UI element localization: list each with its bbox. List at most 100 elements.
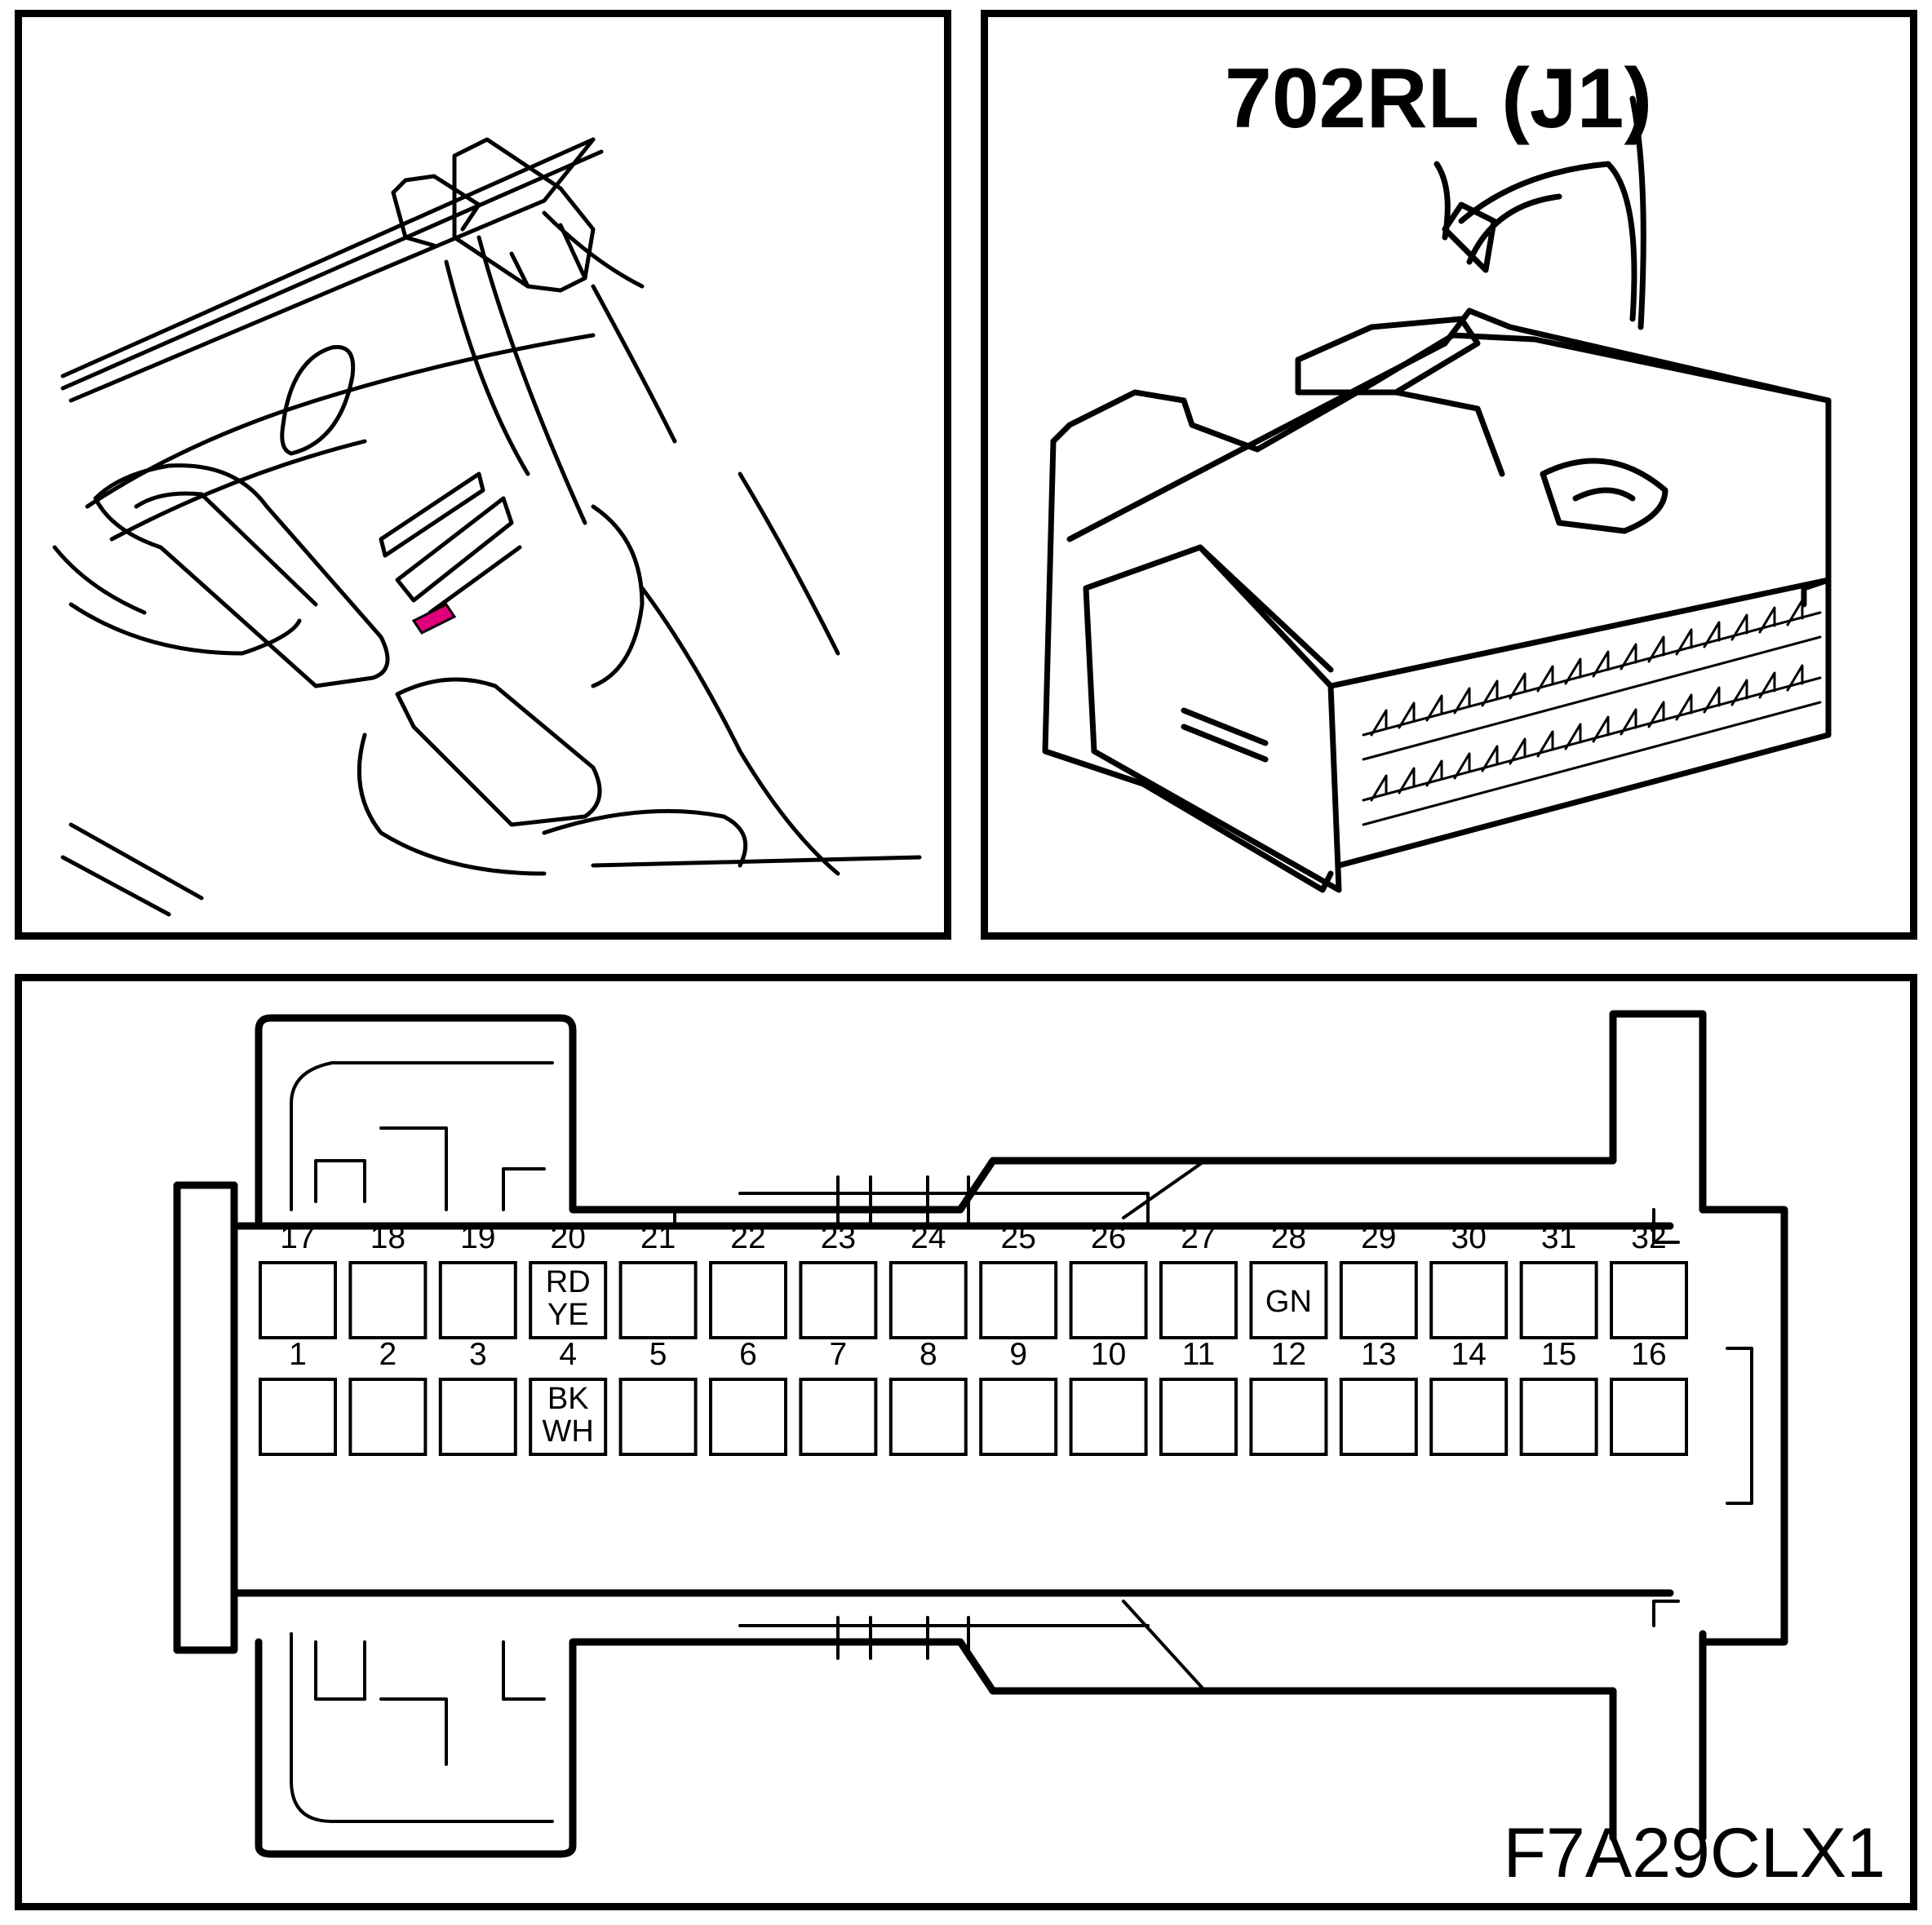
pin-number: 6: [739, 1337, 757, 1372]
pin-number: 20: [551, 1220, 586, 1255]
pin-cavity: [1429, 1378, 1509, 1456]
pin-cavity: [618, 1261, 698, 1339]
terminal-cavity-mark: [1509, 672, 1527, 700]
terminal-cavity-mark: [1592, 650, 1610, 678]
pin-number: 22: [730, 1220, 765, 1255]
terminal-cavity-mark: [1730, 613, 1748, 641]
wire-color-label: RD: [546, 1265, 591, 1299]
pin-cavity: [799, 1261, 878, 1339]
pin-cavity: [1069, 1378, 1148, 1456]
terminal-cavity-grid: [1362, 611, 1822, 826]
terminal-cavity-mark: [1786, 664, 1804, 692]
pin-cavity: [1249, 1378, 1328, 1456]
terminal-cavity-mark: [1647, 701, 1665, 728]
pin-cavity: [1610, 1261, 1688, 1339]
pin-cavity: [1069, 1261, 1148, 1339]
pin-number: 30: [1451, 1220, 1487, 1255]
terminal-cavity-mark: [1425, 694, 1443, 722]
pin-cavity: [618, 1378, 698, 1456]
terminal-cavity-mark: [1758, 671, 1776, 699]
pin-cavity: [1159, 1261, 1238, 1339]
pin-number: 17: [280, 1220, 315, 1255]
terminal-cavity-mark: [1481, 745, 1499, 772]
terminal-cavity-mark: [1675, 693, 1693, 721]
pin-number: 26: [1091, 1220, 1126, 1255]
pin-number: 24: [911, 1220, 946, 1255]
terminal-cavity-mark: [1398, 767, 1416, 794]
terminal-cavity-mark: [1509, 737, 1527, 765]
pin-cavity: [799, 1378, 878, 1456]
wire-color-label: GN: [1265, 1285, 1312, 1319]
terminal-cavity-mark: [1703, 621, 1721, 648]
terminal-cavity-mark: [1786, 599, 1804, 626]
pin-number: 10: [1091, 1337, 1126, 1372]
terminal-cavity-mark: [1536, 665, 1554, 693]
pin-number: 5: [649, 1337, 667, 1372]
terminal-cavity-mark: [1620, 643, 1637, 670]
pin-number: 3: [469, 1337, 487, 1372]
pin-number: 23: [821, 1220, 856, 1255]
wire-color-label: YE: [547, 1298, 589, 1332]
terminal-cavity-mark: [1453, 687, 1471, 715]
terminal-cavity-mark: [1453, 752, 1471, 780]
connector-housing-outline: [173, 1010, 1788, 1858]
terminal-cavity-mark: [1370, 774, 1388, 802]
pin-number: 15: [1541, 1337, 1576, 1372]
pin-cavity: [438, 1378, 517, 1456]
pin-number: 21: [640, 1220, 676, 1255]
pin-cavity: [348, 1378, 428, 1456]
terminal-cavity-mark: [1481, 679, 1499, 707]
pin-cavity: [1339, 1261, 1418, 1339]
connector-location-highlight: [411, 603, 457, 635]
wire-color-label: WH: [543, 1414, 594, 1449]
pin-cavity: [709, 1378, 787, 1456]
pin-cavity: [979, 1378, 1058, 1456]
connector-label: 702RL (J1): [1225, 51, 1653, 146]
pin-number: 14: [1451, 1337, 1487, 1372]
pin-cavity: [259, 1378, 337, 1456]
pin-cavity: [1429, 1261, 1509, 1339]
terminal-cavity-mark: [1425, 759, 1443, 787]
pin-cavity: [1159, 1378, 1238, 1456]
pin-number: 32: [1631, 1220, 1666, 1255]
pin-cavity: [438, 1261, 517, 1339]
wire-color-label: BK: [547, 1382, 589, 1416]
pin-number: 8: [919, 1337, 937, 1372]
pin-number: 29: [1361, 1220, 1396, 1255]
terminal-cavity-mark: [1398, 701, 1416, 729]
housing-detail-lines: [290, 1061, 1753, 1823]
pin-cavity: [979, 1261, 1058, 1339]
pin-cavity: [529, 1378, 608, 1456]
pin-cavity: [348, 1261, 428, 1339]
terminal-cavity-mark: [1592, 715, 1610, 743]
terminal-cavity-mark: [1564, 657, 1582, 685]
terminal-cavity-mark: [1564, 723, 1582, 750]
pin-cavity: [529, 1261, 608, 1339]
pin-number: 16: [1631, 1337, 1666, 1372]
pin-cavity: [888, 1378, 968, 1456]
connector-isometric-illustration: [1042, 95, 1832, 893]
location-view-panel: [15, 10, 951, 940]
pin-number: 18: [370, 1220, 405, 1255]
terminal-cavity-mark: [1758, 606, 1776, 634]
pin-cavity: [888, 1261, 968, 1339]
pin-number: 31: [1541, 1220, 1576, 1255]
pin-number: 9: [1009, 1337, 1027, 1372]
connector-3d-panel: 702RL (J1): [981, 10, 1917, 940]
pin-number: 13: [1361, 1337, 1396, 1372]
pin-cavity: [259, 1261, 337, 1339]
pin-cavity: [1610, 1378, 1688, 1456]
pin-cavity: [1339, 1378, 1418, 1456]
terminal-cavity-mark: [1370, 709, 1388, 737]
pin-number: 1: [289, 1337, 307, 1372]
terminal-cavity-mark: [1647, 635, 1665, 663]
pin-number: 19: [460, 1220, 495, 1255]
pin-number: 7: [830, 1337, 848, 1372]
pin-cavity: [709, 1261, 787, 1339]
pin-number: 4: [559, 1337, 577, 1372]
terminal-cavity-mark: [1675, 628, 1693, 656]
pin-number: 28: [1271, 1220, 1306, 1255]
